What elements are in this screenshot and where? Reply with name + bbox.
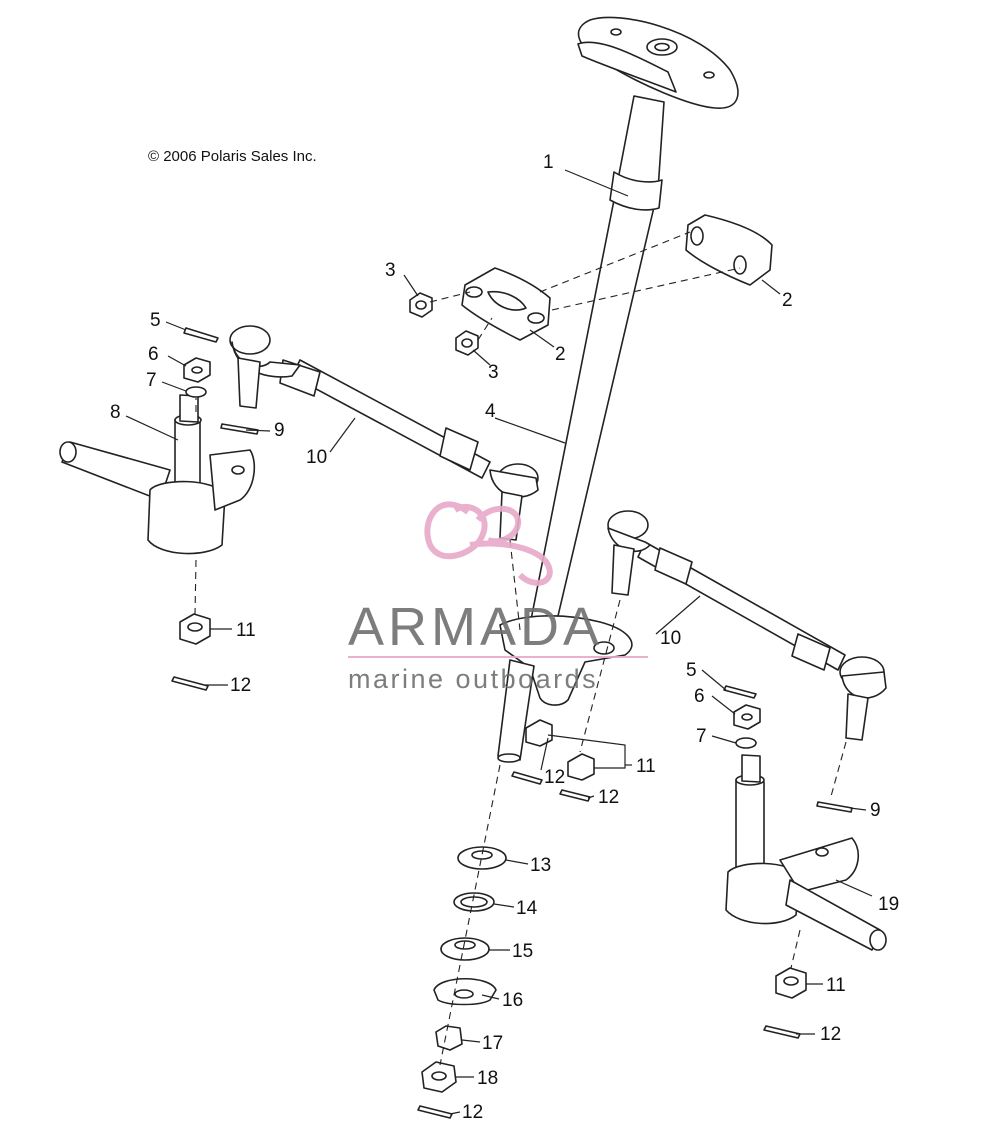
callout-7-left: 7 — [146, 370, 157, 391]
callout-3-bottom: 3 — [488, 362, 499, 383]
lock-nut-center-1 — [525, 719, 553, 747]
bearing-15 — [440, 937, 490, 961]
cotter-pin-12-center-2 — [559, 789, 591, 802]
callout-13: 13 — [530, 855, 551, 876]
steering-post — [497, 16, 739, 763]
pin-9-left — [220, 423, 259, 435]
lock-nut-center-2 — [567, 753, 595, 781]
cotter-pin-12-left — [171, 676, 209, 691]
watermark-tagline: marine outboards — [348, 664, 598, 694]
callout-11-left: 11 — [236, 620, 256, 641]
callout-12-left: 12 — [230, 675, 251, 696]
copyright-notice: © 2006 Polaris Sales Inc. — [148, 148, 317, 165]
handlebar-clamp-upper — [685, 214, 773, 286]
callout-10-left: 10 — [306, 447, 327, 468]
callout-12-center-2: 12 — [598, 787, 619, 808]
callout-5-left: 5 — [150, 310, 161, 331]
watermark: ARMADA marine outboards — [348, 501, 648, 694]
callout-18: 18 — [477, 1068, 498, 1089]
handlebar-clamp-lower — [461, 267, 551, 341]
lock-nut-right — [775, 967, 807, 999]
washer-right — [735, 737, 757, 749]
watermark-logo-icon — [424, 501, 553, 586]
tie-rod-left — [229, 325, 539, 541]
cotter-pin-5-right — [723, 685, 757, 699]
callout-17: 17 — [482, 1033, 503, 1054]
spacer-17 — [435, 1025, 463, 1051]
callout-4: 4 — [485, 401, 496, 422]
callout-1: 1 — [543, 152, 554, 173]
callout-3-top: 3 — [385, 260, 396, 281]
callout-8: 8 — [110, 402, 121, 423]
cotter-pin-12-center-1 — [511, 771, 543, 785]
callout-10-right: 10 — [660, 628, 681, 649]
tie-rod-right — [607, 510, 887, 741]
cotter-pin-12-bottom — [417, 1105, 453, 1119]
callout-11-center: 11 — [636, 756, 656, 777]
clamp-nut-1 — [409, 292, 433, 318]
callout-11-right: 11 — [826, 975, 846, 996]
nut-18 — [421, 1061, 457, 1093]
castle-nut-left — [183, 357, 211, 383]
callout-12-center-1: 12 — [544, 767, 565, 788]
callout-2-center: 2 — [555, 344, 566, 365]
callout-19: 19 — [878, 894, 899, 915]
callout-14: 14 — [516, 898, 538, 919]
cotter-pin-5-left — [183, 327, 219, 343]
clamp-nut-2 — [455, 330, 479, 356]
pin-9-right — [816, 801, 853, 813]
cotter-pin-12-right — [763, 1025, 801, 1039]
callout-7-right: 7 — [696, 726, 707, 747]
callout-15: 15 — [512, 941, 533, 962]
callout-5-right: 5 — [686, 660, 697, 681]
callout-2-right: 2 — [782, 290, 793, 311]
bearing-retainer-16 — [433, 977, 497, 1006]
castle-nut-right — [733, 704, 761, 730]
snap-ring-14 — [453, 892, 495, 912]
washer-left — [185, 386, 207, 398]
callout-9-right: 9 — [870, 800, 881, 821]
callout-6-left: 6 — [148, 344, 159, 365]
spindle-left — [59, 394, 256, 555]
seal-13 — [457, 846, 507, 870]
callout-16: 16 — [502, 990, 523, 1011]
lock-nut-left — [179, 613, 211, 645]
callout-6-right: 6 — [694, 686, 705, 707]
callout-9-left: 9 — [274, 420, 285, 441]
watermark-brand: ARMADA — [348, 597, 603, 657]
callout-12-bottom: 12 — [462, 1102, 483, 1123]
spindle-right — [725, 754, 887, 951]
callout-12-right: 12 — [820, 1024, 841, 1045]
